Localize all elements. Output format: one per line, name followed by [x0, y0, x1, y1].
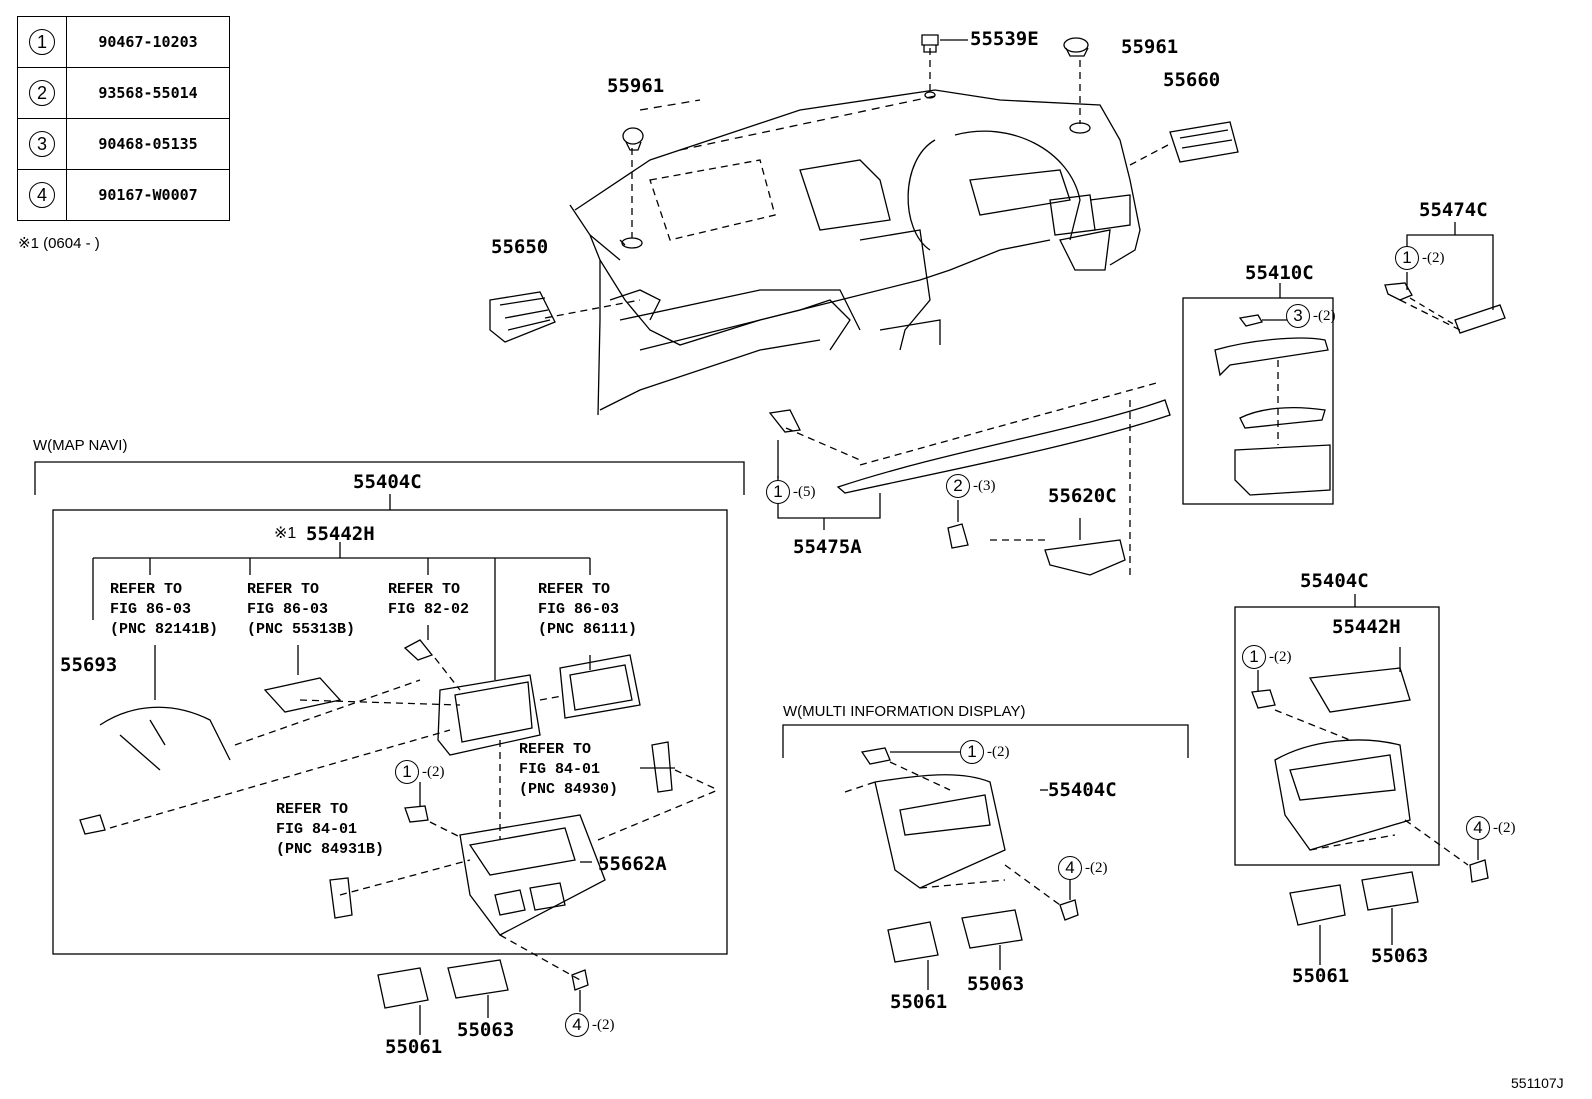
reference-note-82141B[interactable]: REFER TO FIG 86-03 (PNC 82141B): [110, 581, 219, 638]
legend-part-number: 90468-05135: [66, 118, 230, 170]
callout-quantity: -(2): [1313, 308, 1336, 324]
callout-circle-3: 3: [1286, 304, 1310, 328]
standard-guide-lines: [1274, 709, 1469, 866]
legend-key-circle: 2: [29, 80, 55, 106]
section-caption-multi-info-display: W(MULTI INFORMATION DISPLAY): [783, 703, 1026, 720]
callout-quantity: -(3): [973, 478, 996, 494]
legend-part-number: 93568-55014: [66, 67, 230, 119]
bracket-55620C-drawing: [947, 500, 1126, 576]
part-label-55620C[interactable]: 55620C: [1048, 485, 1117, 507]
map-navi-bracket: [34, 461, 745, 955]
footnote-date-range: ※1 (0604 - ): [18, 235, 100, 252]
callout-circle-2: 2: [946, 474, 970, 498]
trim-55475A-drawing: [768, 399, 1171, 530]
part-label-55662A[interactable]: 55662A: [598, 853, 667, 875]
fastener-legend-table: 1 90467-10203 2 93568-55014 3 90468-05135 4…: [17, 16, 230, 221]
callout-quantity: -(5): [793, 484, 816, 500]
part-label-55063-multi-info[interactable]: 55063: [967, 973, 1025, 995]
part-label-55404C-multi-info[interactable]: 55404C: [1048, 779, 1117, 801]
part-label-55442H-map-navi[interactable]: 55442H: [306, 523, 375, 545]
part-label-55474C[interactable]: 55474C: [1419, 199, 1488, 221]
part-label-55961-left[interactable]: 55961: [607, 75, 665, 97]
part-label-55061-standard[interactable]: 55061: [1292, 965, 1350, 987]
callout-circle-4: 4: [565, 1013, 589, 1037]
vents-map-navi-drawing: [377, 959, 589, 1035]
clip-55961-left-drawing: [622, 127, 644, 151]
multi-info-guide-lines: [844, 761, 1061, 906]
callout-quantity: -(2): [1085, 860, 1108, 876]
callout-circle-4: 4: [1466, 816, 1490, 840]
part-label-55404C-map-navi[interactable]: 55404C: [353, 471, 422, 493]
part-label-55660[interactable]: 55660: [1163, 69, 1221, 91]
callout-circle-1: 1: [1395, 246, 1419, 270]
legend-key-circle: 1: [29, 29, 55, 55]
legend-part-number: 90167-W0007: [66, 169, 230, 221]
part-label-55063-map-navi[interactable]: 55063: [457, 1019, 515, 1041]
guide-lines-top: [544, 48, 1461, 578]
legend-key-circle: 3: [29, 131, 55, 157]
callout-quantity: -(2): [592, 1017, 615, 1033]
fastener-55539E-drawing: [921, 34, 968, 53]
grab-handle-55410C-box: [1182, 283, 1334, 505]
legend-row: 2 93568-55014: [17, 67, 230, 119]
callout-circle-1: 1: [960, 740, 984, 764]
section-caption-map-navi: W(MAP NAVI): [33, 437, 128, 454]
reference-note-84930[interactable]: REFER TO FIG 84-01 (PNC 84930): [519, 741, 619, 798]
part-label-55061-map-navi[interactable]: 55061: [385, 1036, 443, 1058]
callout-circle-1: 1: [1242, 645, 1266, 669]
clip-55961-right-drawing: [1063, 37, 1089, 57]
legend-row: 3 90468-05135: [17, 118, 230, 170]
part-label-55404C-standard[interactable]: 55404C: [1300, 570, 1369, 592]
multi-info-bracket: [782, 724, 1189, 990]
map-navi-guide-lines: [109, 657, 719, 981]
callout-circle-4: 4: [1058, 856, 1082, 880]
reference-note-84931B[interactable]: REFER TO FIG 84-01 (PNC 84931B): [276, 801, 385, 858]
part-label-55063-standard[interactable]: 55063: [1371, 945, 1429, 967]
figure-id: 551107J: [1511, 1075, 1564, 1091]
vent-55660-drawing: [1169, 121, 1239, 163]
reference-note-86111[interactable]: REFER TO FIG 86-03 (PNC 86111): [538, 581, 638, 638]
instrument-panel-drawing: [569, 89, 1141, 416]
part-label-55539E[interactable]: 55539E: [970, 28, 1039, 50]
part-label-55475A[interactable]: 55475A: [793, 536, 862, 558]
callout-quantity: -(2): [1422, 250, 1445, 266]
callout-circle-1: 1: [766, 480, 790, 504]
callout-quantity: -(2): [422, 764, 445, 780]
legend-key-circle: 4: [29, 182, 55, 208]
callout-quantity: -(2): [987, 744, 1010, 760]
part-label-55650[interactable]: 55650: [491, 236, 549, 258]
callout-quantity: -(2): [1269, 649, 1292, 665]
bracket-55474C-lines: [1384, 222, 1506, 334]
part-label-55961-top[interactable]: 55961: [1121, 36, 1179, 58]
reference-note-fig-82-02[interactable]: REFER TO FIG 82-02: [388, 581, 470, 618]
part-label-55442H-standard[interactable]: 55442H: [1332, 616, 1401, 638]
standard-bracket: [1234, 594, 1489, 965]
legend-row: 1 90467-10203: [17, 16, 230, 68]
vent-55650-drawing: [489, 291, 556, 343]
part-label-55410C[interactable]: 55410C: [1245, 262, 1314, 284]
map-navi-parts-drawing: [79, 639, 675, 936]
legend-row: 4 90167-W0007: [17, 169, 230, 221]
sub-assembly-note-mark: ※1: [274, 525, 297, 542]
callout-quantity: -(2): [1493, 820, 1516, 836]
part-label-55061-multi-info[interactable]: 55061: [890, 991, 948, 1013]
reference-note-55313B[interactable]: REFER TO FIG 86-03 (PNC 55313B): [247, 581, 356, 638]
legend-part-number: 90467-10203: [66, 16, 230, 68]
part-label-55693[interactable]: 55693: [60, 654, 118, 676]
callout-circle-1: 1: [395, 760, 419, 784]
